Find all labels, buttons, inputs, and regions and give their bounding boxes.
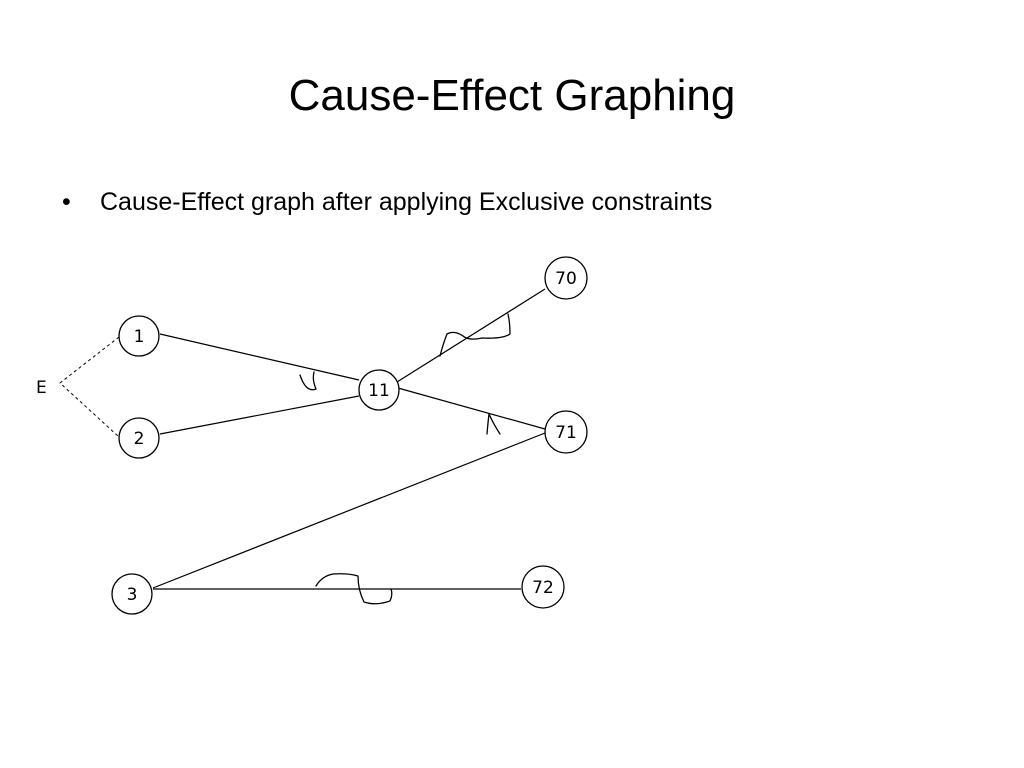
constraint-label-e: E: [36, 378, 47, 398]
intermediate-node-11-label: 11: [368, 381, 390, 401]
edge-3-to-71: [152, 432, 546, 589]
or-symbol: [299, 371, 317, 391]
bullet-mark: •: [62, 188, 71, 216]
effect-node-70: 70: [544, 256, 588, 300]
intermediate-node-11: 11: [358, 369, 400, 411]
bullet-text: Cause-Effect graph after applying Exclus…: [100, 188, 713, 216]
edge-11-to-71: [397, 387, 546, 430]
effect-node-70-label: 70: [555, 269, 577, 289]
effect-node-71: 71: [544, 410, 588, 454]
bullet-item: • Cause-Effect graph after applying Exclu…: [62, 186, 712, 218]
cause-node-3-label: 3: [127, 585, 138, 605]
cause-node-1: 1: [118, 315, 160, 357]
cause-node-2-label: 2: [134, 429, 145, 449]
cause-node-1-label: 1: [134, 327, 145, 347]
slide-title: Cause-Effect Graphing: [288, 71, 736, 120]
edge-1-to-11: [159, 333, 360, 381]
not-symbol-70: [439, 313, 511, 357]
effect-node-72: 72: [521, 565, 565, 609]
effect-node-71-label: 71: [555, 423, 577, 443]
cause-node-2: 2: [118, 417, 160, 459]
not-symbol-72: [315, 573, 393, 605]
exclusive-constraint-lines: [59, 336, 120, 438]
and-symbol: [486, 413, 501, 435]
cause-node-3: 3: [111, 573, 153, 615]
effect-node-72-label: 72: [532, 578, 554, 598]
edge-11-to-70: [396, 288, 546, 383]
edge-2-to-11: [159, 395, 360, 435]
